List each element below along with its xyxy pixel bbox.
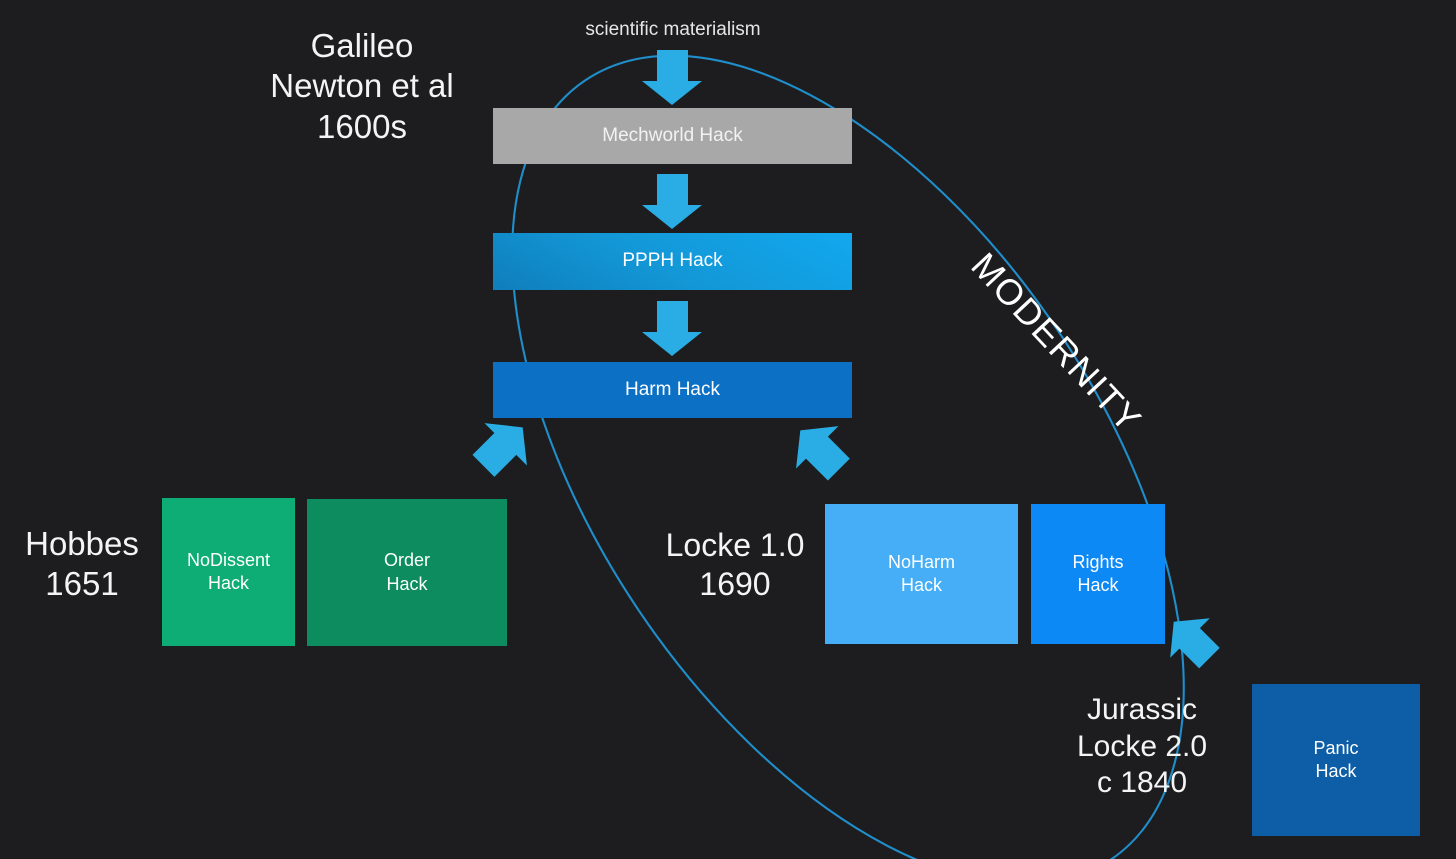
era-label-locke-2-line-2: Locke 2.0 bbox=[1076, 729, 1208, 763]
hack-box-mechworld-label: Mechworld Hack bbox=[602, 124, 743, 146]
arrow-rights-to-panic bbox=[1170, 618, 1220, 669]
hack-box-order-label-line-2: Hack bbox=[386, 573, 428, 594]
hack-box-harm-label: Harm Hack bbox=[624, 378, 720, 400]
hack-box-ppph[interactable]: PPPH Hack bbox=[493, 233, 852, 290]
era-label-hobbes-line-1: Hobbes bbox=[25, 525, 139, 562]
hack-box-nodissent-label-line-2: Hack bbox=[207, 573, 249, 593]
hack-box-panic-label-line-2: Hack bbox=[1315, 761, 1357, 781]
era-label-locke-2-line-3: c 1840 bbox=[1096, 766, 1188, 800]
arrow-ppph-to-harm bbox=[642, 301, 702, 356]
era-label-locke-1-line-2: 1690 bbox=[699, 566, 771, 603]
era-label-locke-1: Locke 1.0 1690 bbox=[646, 526, 824, 604]
arrow-scimat-to-mechworld bbox=[642, 50, 702, 105]
hack-box-mechworld[interactable]: Mechworld Hack bbox=[493, 108, 852, 164]
hack-box-panic-label-line-1: Panic bbox=[1313, 737, 1359, 758]
hack-box-harm[interactable]: Harm Hack bbox=[493, 362, 852, 418]
hack-box-panic[interactable]: Panic Hack bbox=[1252, 684, 1420, 836]
hack-box-rights[interactable]: Rights Hack bbox=[1031, 504, 1165, 644]
hack-box-noharm-label-line-1: NoHarm bbox=[887, 551, 955, 572]
era-label-hobbes: Hobbes 1651 bbox=[2, 524, 162, 605]
hack-box-nodissent[interactable]: NoDissent Hack bbox=[162, 498, 295, 646]
hack-box-rights-label-line-2: Hack bbox=[1077, 575, 1119, 595]
hack-box-order[interactable]: Order Hack bbox=[307, 499, 507, 646]
era-label-hobbes-line-2: 1651 bbox=[45, 565, 119, 603]
era-label-galileo: Galileo Newton et al 1600s bbox=[244, 26, 480, 147]
hack-box-rights-label-line-1: Rights bbox=[1072, 551, 1124, 572]
era-label-galileo-line-3: 1600s bbox=[317, 107, 407, 145]
scientific-materialism-label: scientific materialism bbox=[585, 19, 761, 40]
hack-box-noharm-label-line-2: Hack bbox=[900, 575, 942, 595]
arrow-mechworld-to-ppph bbox=[642, 174, 702, 229]
modernity-label: MODERNITY bbox=[963, 244, 1150, 441]
era-label-locke-2: Jurassic Locke 2.0 c 1840 bbox=[1038, 692, 1246, 802]
arrow-harm-to-hobbes bbox=[472, 423, 527, 477]
hack-box-noharm[interactable]: NoHarm Hack bbox=[825, 504, 1018, 644]
era-label-galileo-line-2: Newton et al bbox=[270, 67, 454, 105]
era-label-locke-1-line-1: Locke 1.0 bbox=[665, 527, 805, 563]
hack-box-nodissent-label-line-1: NoDissent bbox=[186, 549, 271, 570]
hack-box-order-label-line-1: Order bbox=[383, 550, 430, 571]
arrow-harm-to-locke1 bbox=[796, 426, 850, 481]
era-label-galileo-line-1: Galileo bbox=[310, 27, 414, 64]
hack-box-ppph-label: PPPH Hack bbox=[622, 250, 723, 272]
era-label-locke-2-line-1: Jurassic bbox=[1086, 693, 1198, 726]
